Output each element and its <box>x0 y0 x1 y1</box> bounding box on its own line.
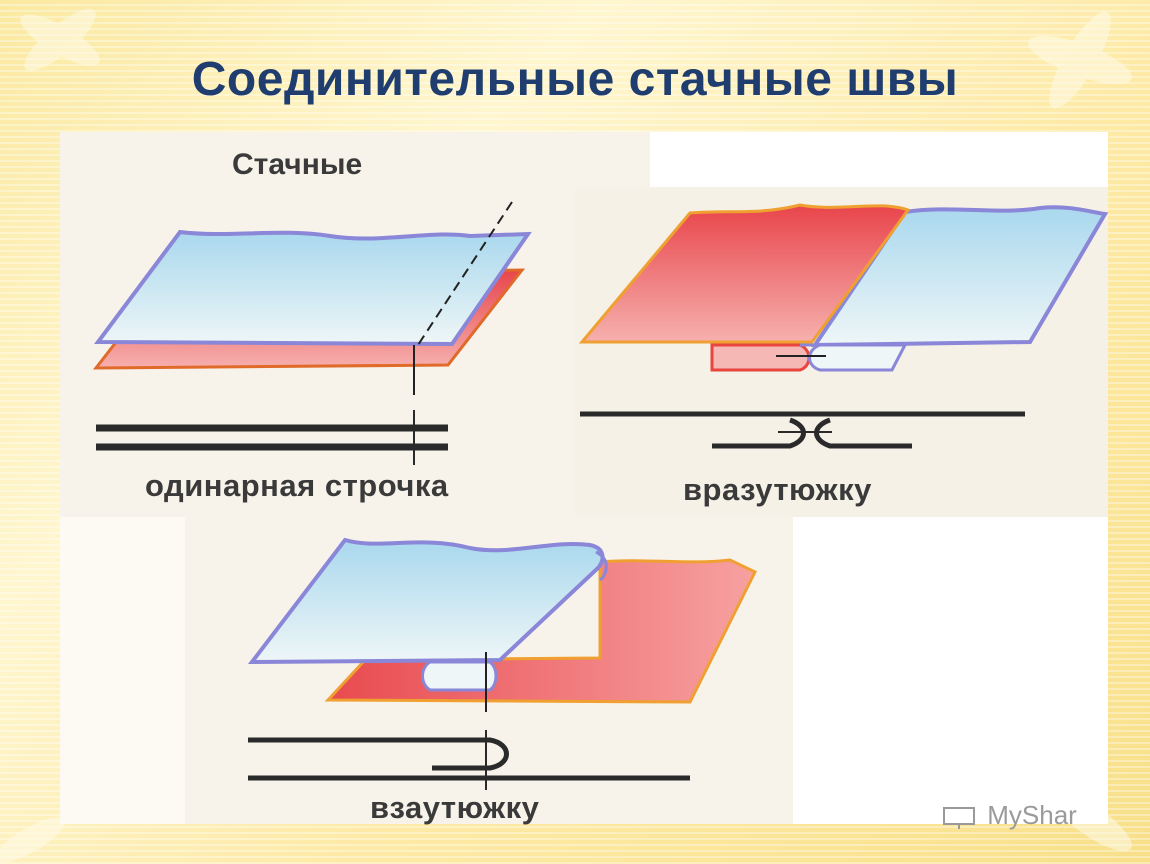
cross-section-bottom <box>712 417 912 449</box>
diagram-pressed-side <box>247 537 758 790</box>
fabric-left-red <box>578 203 911 344</box>
fold-blue <box>421 660 498 692</box>
presentation-icon <box>943 807 975 830</box>
diagram-pressed-open <box>578 203 1109 449</box>
diagram-single-stitch <box>92 201 532 465</box>
watermark: MyShar <box>940 800 1110 830</box>
fold-left-red <box>710 343 811 372</box>
fabric-right-blue <box>811 205 1109 348</box>
stitch-line-dashed <box>417 201 513 346</box>
slide-title: Соединительные стачные швы <box>191 53 959 106</box>
fabric-top-blue <box>247 537 605 665</box>
fabric-top-blue <box>94 229 532 347</box>
caption-single-stitch: одинарная строчка <box>145 468 449 503</box>
fold-right-blue <box>800 343 908 372</box>
caption-pressed-open: вразутюжку <box>683 472 872 507</box>
figure-panel <box>60 132 1108 824</box>
watermark-text: MyShar <box>987 800 1077 830</box>
caption-pressed-side: взаутюжку <box>370 790 540 825</box>
fold-edge <box>595 550 608 582</box>
figure-heading: Стачные <box>232 148 363 181</box>
cross-section-top <box>248 737 509 771</box>
